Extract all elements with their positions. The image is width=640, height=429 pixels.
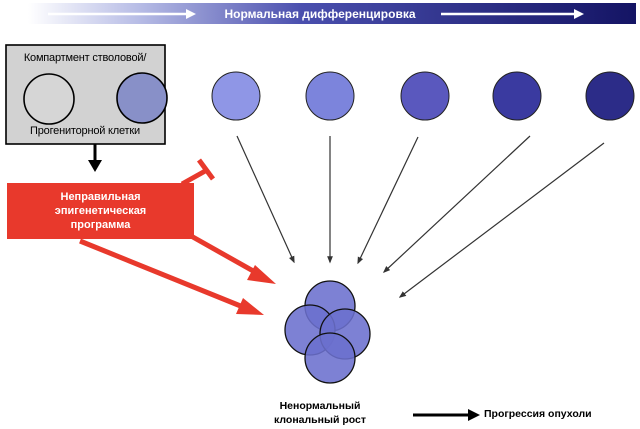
red-arrow-lower-icon xyxy=(79,238,264,315)
abnormal-growth-label: Ненормальный клональный рост xyxy=(255,399,385,427)
clonal-cluster xyxy=(284,280,371,384)
differentiated-cell-5 xyxy=(585,71,635,121)
red-arrow-upper-icon xyxy=(182,229,276,284)
banner-arrow-left-icon xyxy=(48,9,196,19)
convergence-arrow-1 xyxy=(236,135,295,264)
stem-cell xyxy=(23,73,75,125)
epigenetic-line-3: программа xyxy=(70,219,131,231)
inhibition-icon xyxy=(180,158,216,187)
abnormal-growth-line-2: клональный рост xyxy=(274,414,366,426)
convergence-arrow-4 xyxy=(382,135,531,273)
differentiated-cell-4 xyxy=(492,71,542,121)
stem-compartment xyxy=(5,44,168,145)
clonal-cell-bottom xyxy=(304,332,356,384)
compartment-down-arrow-icon xyxy=(88,144,102,172)
epigenetic-program-box xyxy=(7,183,194,239)
abnormal-growth-line-1: Ненормальный xyxy=(279,400,361,412)
convergence-arrow-3 xyxy=(357,136,419,265)
differentiated-cell-3 xyxy=(400,71,450,121)
epigenetic-line-2: эпигенетическая xyxy=(54,205,147,217)
differentiated-cell-2 xyxy=(305,71,355,121)
tumor-progression-label: Прогрессия опухоли xyxy=(484,408,592,420)
banner-arrow-right-icon xyxy=(441,9,584,19)
banner-label: Нормальная дифференцировка xyxy=(224,7,416,21)
progression-arrow-icon xyxy=(413,409,480,421)
differentiated-cell-1 xyxy=(211,71,261,121)
epigenetic-program-label: Неправильная эпигенетическая программа xyxy=(9,190,192,232)
progenitor-cell xyxy=(116,72,168,124)
stem-compartment-title: Компартмент стволовой/ xyxy=(23,52,147,64)
convergence-arrows xyxy=(236,135,605,298)
convergence-arrow-5 xyxy=(398,142,605,298)
differentiation-banner xyxy=(28,3,636,24)
differentiated-cells xyxy=(211,71,635,121)
stem-compartment-subtitle: Прогениторной клетки xyxy=(30,125,140,137)
epigenetic-line-1: Неправильная xyxy=(60,191,141,203)
